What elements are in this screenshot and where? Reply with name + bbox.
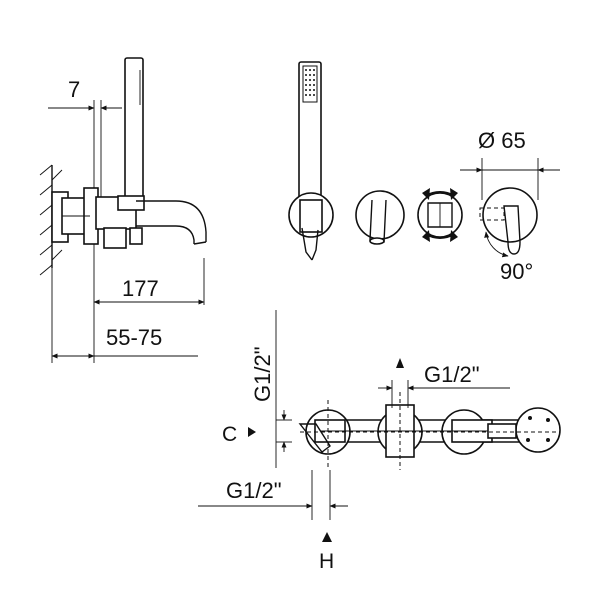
- dim-thread-bottom: G1/2": [198, 470, 348, 520]
- dim-spout-length-label: 177: [122, 276, 159, 301]
- dim-thread-horizontal: G1/2": [378, 358, 510, 408]
- hand-shower-side: [103, 57, 145, 249]
- label-c-group: C: [222, 423, 256, 446]
- top-view: [298, 392, 561, 470]
- label-h: H: [319, 550, 334, 573]
- label-c: C: [222, 423, 237, 446]
- hand-shower-front: [288, 61, 334, 261]
- rotation-label: 90°: [500, 259, 533, 284]
- dim-wall-offset: 7: [48, 77, 122, 111]
- spout-front: [355, 190, 405, 245]
- dim-thread-vertical: G1/2": [250, 310, 292, 468]
- mixer-handle-front: 90°: [479, 187, 538, 284]
- thread-vertical-label: G1/2": [250, 346, 275, 402]
- dim-wall-range-label: 55-75: [106, 325, 162, 350]
- thread-bottom-label: G1/2": [226, 478, 282, 503]
- label-h-group: H: [319, 532, 334, 573]
- diverter-front: [417, 188, 463, 242]
- bath-spout-side: [136, 200, 207, 305]
- dim-wall-range: 55-75: [51, 325, 198, 359]
- dim-spout-length: 177: [93, 276, 205, 305]
- side-view: 7 177 55-75: [39, 57, 207, 363]
- thread-horizontal-label: G1/2": [424, 362, 480, 387]
- dim-diameter: Ø 65: [460, 128, 560, 200]
- dim-wall-offset-label: 7: [68, 77, 80, 102]
- diameter-label: Ø 65: [478, 128, 526, 153]
